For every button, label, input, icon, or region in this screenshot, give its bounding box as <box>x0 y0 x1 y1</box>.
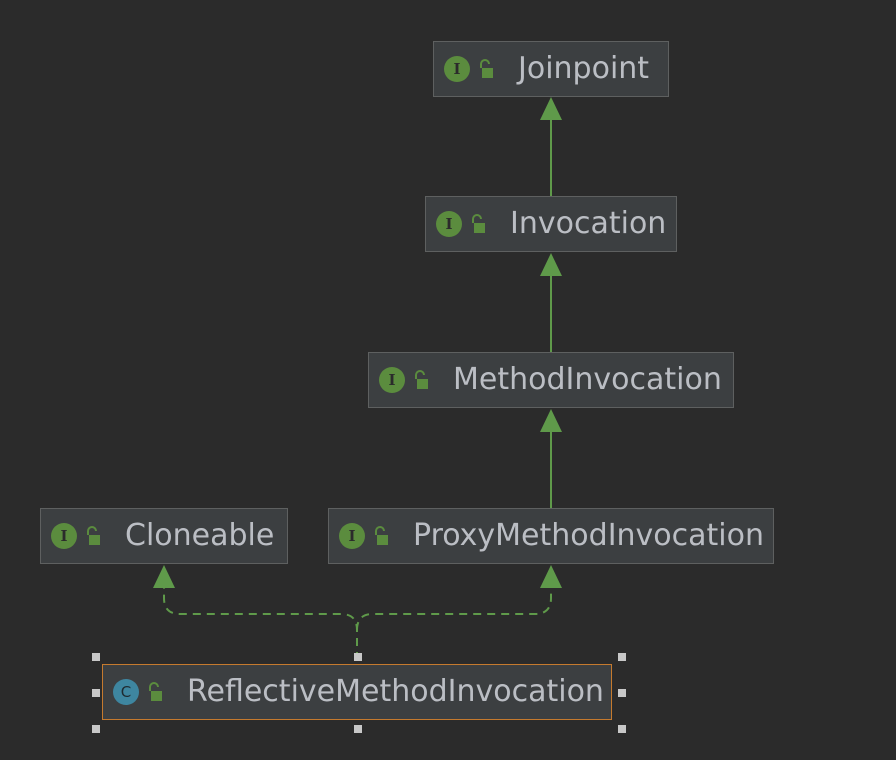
unlocked-padlock-icon <box>149 682 162 701</box>
node-label: MethodInvocation <box>453 362 722 397</box>
node-label: Cloneable <box>125 518 275 553</box>
unlocked-padlock-icon <box>415 370 428 389</box>
node-cloneable[interactable]: I Cloneable <box>40 508 288 564</box>
interface-icon: I <box>444 56 470 82</box>
unlocked-padlock-icon <box>375 526 388 545</box>
node-proxymethodinvocation[interactable]: I ProxyMethodInvocation <box>328 508 774 564</box>
resize-handle-top-right[interactable] <box>618 653 626 661</box>
node-joinpoint[interactable]: I Joinpoint <box>433 41 669 97</box>
node-label: Joinpoint <box>518 51 650 86</box>
interface-icon: I <box>51 523 77 549</box>
edge-methodinvocation-to-invocation <box>540 253 562 352</box>
resize-handle-left[interactable] <box>92 689 100 697</box>
node-invocation[interactable]: I Invocation <box>425 196 677 252</box>
edge-reflective-to-proxymethodinvocation <box>356 565 562 631</box>
resize-handle-bottom[interactable] <box>354 725 362 733</box>
class-icon: C <box>113 679 139 705</box>
node-label: ProxyMethodInvocation <box>413 518 765 553</box>
node-label: ReflectiveMethodInvocation <box>187 674 604 709</box>
resize-handle-bottom-right[interactable] <box>618 725 626 733</box>
resize-handle-bottom-left[interactable] <box>92 725 100 733</box>
node-methodinvocation[interactable]: I MethodInvocation <box>368 352 734 408</box>
resize-handle-right[interactable] <box>618 689 626 697</box>
unlocked-padlock-icon <box>87 526 100 545</box>
resize-handle-top[interactable] <box>354 653 362 661</box>
interface-icon: I <box>436 211 462 237</box>
edge-reflective-to-cloneable <box>153 565 358 660</box>
node-reflectivemethodinvocation[interactable]: C ReflectiveMethodInvocation <box>102 664 612 720</box>
interface-icon: I <box>379 367 405 393</box>
unlocked-padlock-icon <box>472 214 485 233</box>
node-label: Invocation <box>510 206 667 241</box>
unlocked-padlock-icon <box>480 59 493 78</box>
interface-icon: I <box>339 523 365 549</box>
edge-proxymethodinvocation-to-methodinvocation <box>540 409 562 508</box>
resize-handle-top-left[interactable] <box>92 653 100 661</box>
edge-invocation-to-joinpoint <box>540 97 562 196</box>
